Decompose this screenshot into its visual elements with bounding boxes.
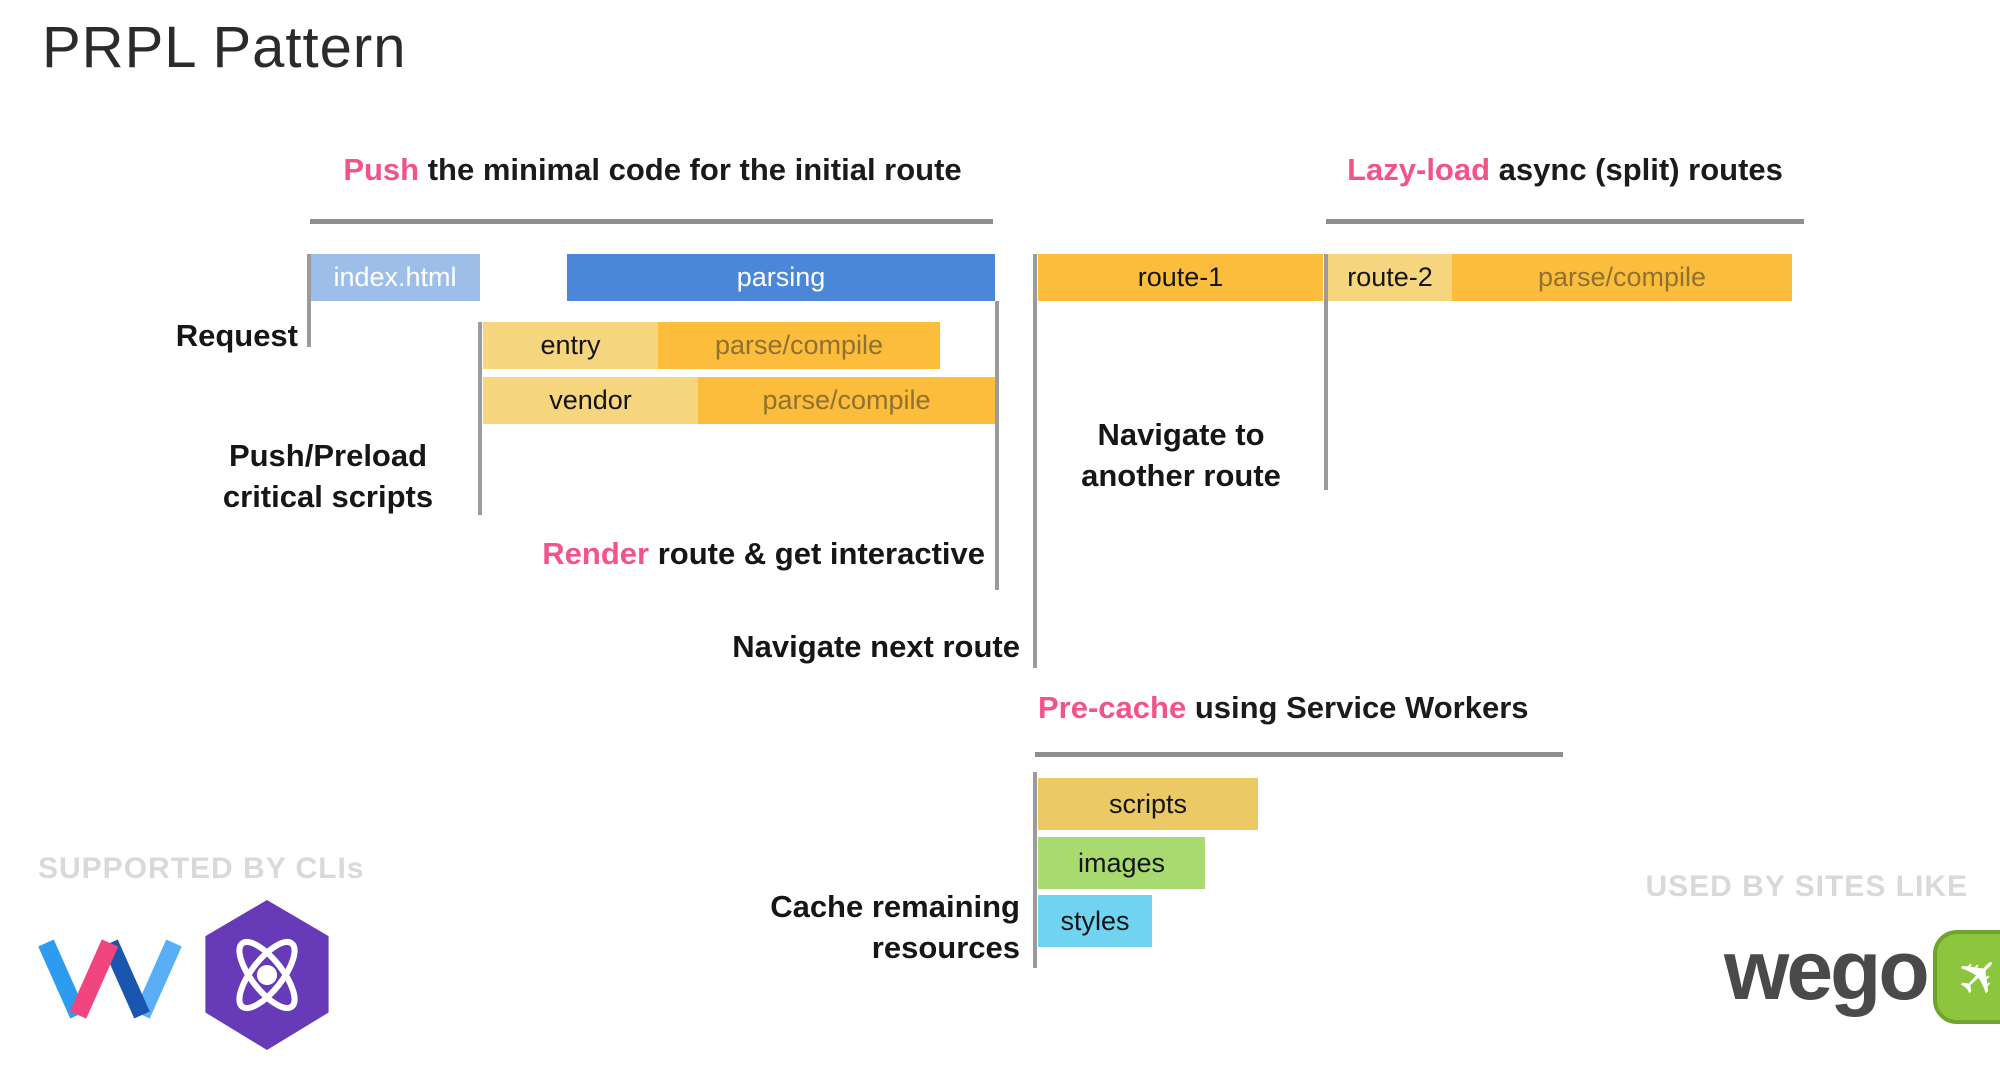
label-navigate-next: Navigate next route [732, 629, 1020, 664]
label-push-preload: Push/Preload critical scripts [188, 435, 468, 517]
render-highlight: Render [542, 536, 650, 571]
push-preload-line [478, 322, 482, 515]
wego-plane-box: ✈ [1932, 930, 2000, 1024]
plane-icon: ✈ [1943, 941, 2000, 1013]
page-title: PRPL Pattern [42, 15, 407, 80]
bar-scripts: scripts [1038, 778, 1258, 830]
request-line [307, 254, 311, 347]
lazyload-highlight: Lazy-load [1347, 152, 1491, 187]
route-2-line [1324, 254, 1328, 490]
route-1-line [1033, 254, 1037, 668]
precache-rest: using Service Workers [1186, 690, 1529, 725]
label-cache-line2: resources [871, 930, 1020, 965]
bar-images: images [1038, 837, 1205, 889]
bar-vendor: vendor parse/compile [483, 377, 995, 424]
push-highlight: Push [343, 152, 420, 187]
polymer-logo-icon [32, 925, 184, 1033]
section-header-push: Push the minimal code for the initial ro… [310, 152, 995, 188]
label-request: Request [175, 318, 298, 353]
bar-styles: styles [1038, 895, 1152, 947]
precache-highlight: Pre-cache [1038, 690, 1187, 725]
label-render: Render route & get interactive [400, 533, 985, 574]
label-navigate-another: Navigate to another route [1038, 414, 1324, 496]
label-cache-remaining: Cache remaining resources [660, 886, 1020, 968]
label-cache-line1: Cache remaining [770, 889, 1020, 924]
wego-wordmark: wego [1724, 923, 1930, 1017]
section-header-lazyload: Lazy-load async (split) routes [1326, 152, 1804, 188]
preact-logo-icon [200, 900, 334, 1050]
precache-line [1033, 772, 1037, 968]
push-rest: the minimal code for the initial route [419, 152, 962, 187]
used-by-sites-label: USED BY SITES LIKE [1645, 870, 1968, 903]
precache-underline [1035, 752, 1563, 757]
push-underline [310, 219, 993, 224]
bar-route-2-label: route-2 [1328, 254, 1452, 301]
bar-parsing: parsing [567, 254, 995, 301]
bar-route-2: route-2 parse/compile [1328, 254, 1792, 301]
render-line [995, 301, 999, 590]
label-push-preload-line2: critical scripts [222, 479, 434, 514]
supported-by-clis-label: SUPPORTED BY CLIs [38, 852, 365, 885]
section-header-precache: Pre-cache using Service Workers [1035, 690, 1568, 726]
bar-route-2-parse-compile: parse/compile [1452, 254, 1792, 301]
label-navigate-another-line1: Navigate to [1097, 417, 1265, 452]
bar-route-1: route-1 [1038, 254, 1323, 301]
wego-logo: wego ✈ [1724, 928, 2000, 1024]
lazyload-rest: async (split) routes [1490, 152, 1783, 187]
bar-vendor-parse-compile: parse/compile [698, 377, 995, 424]
lazyload-underline [1326, 219, 1804, 224]
label-navigate-another-line2: another route [1081, 458, 1281, 493]
label-push-preload-line1: Push/Preload [228, 438, 428, 473]
bar-entry-label: entry [483, 322, 658, 369]
bar-entry-parse-compile: parse/compile [658, 322, 940, 369]
bar-index-html: index.html [310, 254, 480, 301]
render-rest: route & get interactive [649, 536, 985, 571]
bar-entry: entry parse/compile [483, 322, 940, 369]
bar-vendor-label: vendor [483, 377, 698, 424]
